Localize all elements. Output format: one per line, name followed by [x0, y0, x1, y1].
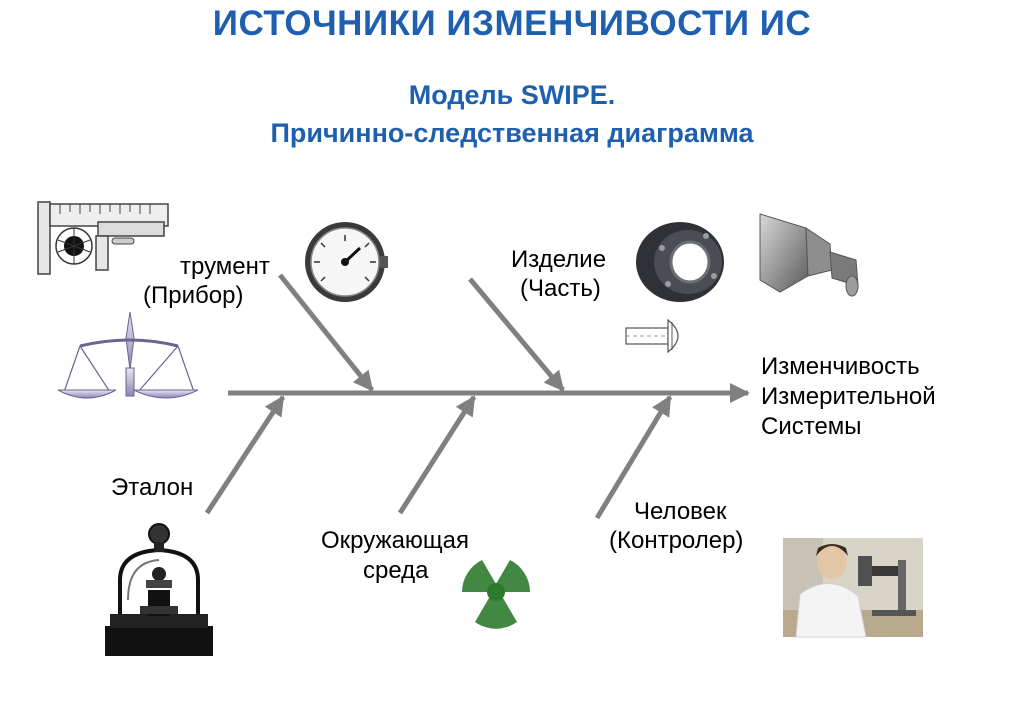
bone-environment [397, 395, 477, 515]
shaft-part-icon [759, 213, 859, 297]
inspector-photo-icon [783, 538, 923, 638]
label-environment-line2: среда [363, 557, 429, 584]
label-effect-line1: Изменчивость [761, 353, 920, 380]
bone-person [594, 395, 673, 520]
label-instrument-line2: (Прибор) [143, 282, 244, 309]
balance-scale-icon [57, 311, 199, 399]
caliper-icon [37, 200, 169, 280]
label-instrument-line1: трумент [180, 253, 270, 280]
page-title: ИСТОЧНИКИ ИЗМЕНЧИВОСТИ ИС [212, 4, 812, 43]
label-standard: Эталон [111, 474, 194, 501]
bone-workpiece [468, 277, 565, 392]
subtitle-model: Модель SWIPE. [408, 80, 616, 110]
label-workpiece-line2: (Часть) [520, 275, 601, 302]
label-person-line2: (Контролер) [609, 527, 744, 554]
pressure-gauge-icon [305, 222, 388, 302]
label-effect-line2: Измерительной [761, 383, 936, 410]
label-environment-line1: Окружающая [321, 527, 470, 554]
label-person-line1: Человек [634, 498, 727, 525]
pin-icon [625, 318, 679, 354]
bone-standard [204, 395, 286, 515]
radiation-trefoil-icon [462, 560, 530, 629]
standard-weight-bell-jar-icon [105, 523, 213, 656]
subtitle-diagram-type: Причинно-следственная диаграмма [270, 118, 754, 148]
label-workpiece-line1: Изделие [511, 246, 607, 273]
label-effect-line3: Системы [761, 413, 862, 440]
bone-instrument [278, 273, 374, 392]
bearing-ring-icon [636, 222, 724, 302]
